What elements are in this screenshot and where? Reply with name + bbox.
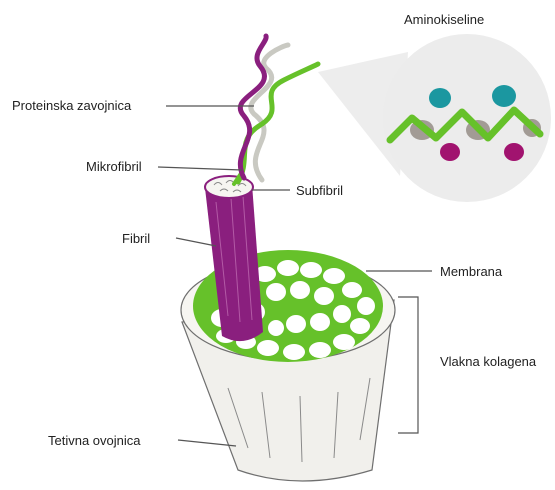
label-membrane: Membrana: [440, 264, 502, 280]
label-tendon-sheath: Tetivna ovojnica: [48, 433, 141, 449]
amino-acid-magenta-1: [440, 143, 460, 161]
amino-acid-teal-2: [492, 85, 516, 107]
label-subfibril: Subfibril: [296, 183, 343, 199]
bracket-collagen-fibers: [398, 297, 418, 433]
label-microfibril: Mikrofibril: [86, 159, 142, 175]
protein-helix: [238, 36, 318, 182]
amino-acid-teal-1: [429, 88, 451, 108]
leader-microfibril: [158, 167, 242, 170]
label-collagen-fibers: Vlakna kolagena: [440, 354, 536, 370]
label-protein-helix: Proteinska zavojnica: [12, 98, 131, 114]
label-fibril: Fibril: [122, 231, 150, 247]
label-amino-acids: Aminokiseline: [404, 12, 484, 28]
amino-acid-magnification: [383, 34, 551, 202]
leader-fibril: [176, 238, 216, 246]
amino-acid-magenta-2: [504, 143, 524, 161]
